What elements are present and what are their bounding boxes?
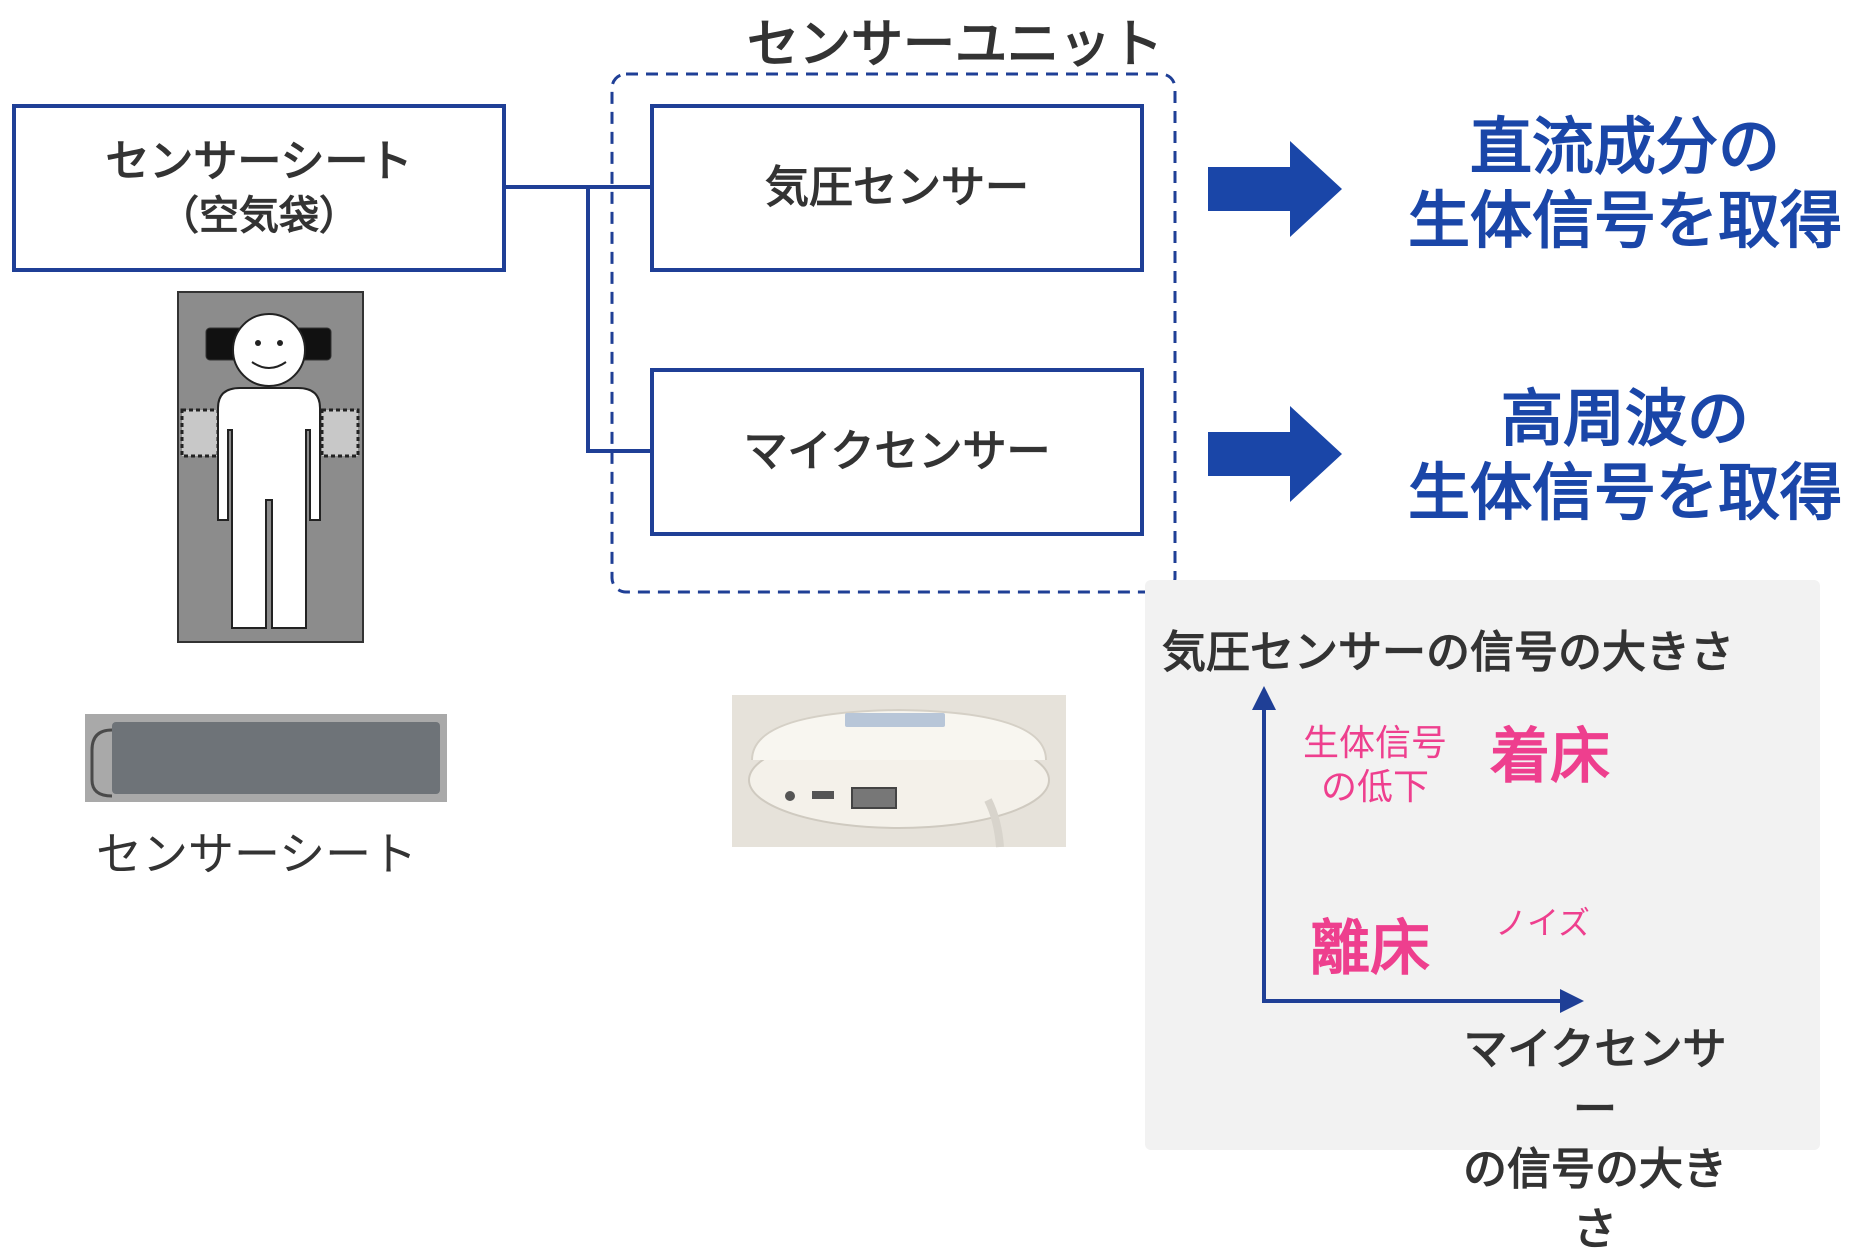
graph-x-axis-label: マイクセンサー の信号の大きさ bbox=[1445, 1020, 1745, 1260]
arrow-right-icon bbox=[1208, 406, 1342, 502]
arrow-right-icon bbox=[1208, 141, 1342, 237]
graph-x-arrowhead bbox=[1560, 989, 1584, 1013]
sensor-unit-device-photo bbox=[732, 695, 1066, 848]
sensor-unit-title: センサーユニット bbox=[746, 15, 1163, 75]
annotation-low-signal-line1: 生体信号 bbox=[1302, 723, 1447, 764]
sensor-sheet-caption: センサーシート bbox=[96, 827, 418, 881]
annotation-out-of-bed: 離床 bbox=[1310, 914, 1430, 984]
graph-y-axis-label: 気圧センサーの信号の大きさ bbox=[1162, 627, 1734, 678]
graph-y-arrowhead bbox=[1252, 686, 1276, 710]
microphone-sensor-box: マイクセンサー bbox=[650, 368, 1144, 536]
connector-branch-to-mic bbox=[586, 187, 652, 453]
signal-graph-panel bbox=[1145, 580, 1820, 1150]
result-high-frequency: 高周波の 生体信号を取得 bbox=[1345, 382, 1872, 530]
signal-graph-axes bbox=[1252, 686, 1584, 1013]
diagram-graphics bbox=[85, 72, 1342, 848]
sensor-sheet-box: センサーシート （空気袋） bbox=[12, 104, 506, 272]
result-dc-line1: 直流成分の bbox=[1469, 110, 1780, 183]
result-dc-component: 直流成分の 生体信号を取得 bbox=[1345, 110, 1872, 258]
air-pressure-sensor-label: 気圧センサー bbox=[765, 162, 1029, 213]
annotation-low-signal-line2: の低下 bbox=[1320, 767, 1429, 808]
air-pressure-sensor-box: 気圧センサー bbox=[650, 104, 1144, 272]
microphone-sensor-label: マイクセンサー bbox=[743, 426, 1051, 477]
graph-x-axis-label-line1: マイクセンサー bbox=[1463, 1024, 1727, 1135]
result-hf-line2: 生体信号を取得 bbox=[1407, 456, 1842, 529]
annotation-in-bed: 着床 bbox=[1490, 722, 1610, 792]
sensor-unit-boundary bbox=[610, 72, 1177, 594]
result-hf-line1: 高周波の bbox=[1500, 382, 1749, 455]
sensor-sheet-box-title: センサーシート bbox=[105, 136, 413, 187]
result-dc-line2: 生体信号を取得 bbox=[1407, 184, 1842, 257]
graph-x-axis-label-line2: の信号の大きさ bbox=[1463, 1144, 1727, 1255]
annotation-low-signal: 生体信号 の低下 bbox=[1295, 722, 1455, 810]
bed-person-illustration bbox=[177, 291, 364, 643]
annotation-noise: ノイズ bbox=[1495, 904, 1591, 942]
sensor-sheet-photo bbox=[85, 714, 447, 802]
sensor-sheet-box-subtitle: （空気袋） bbox=[159, 193, 359, 239]
